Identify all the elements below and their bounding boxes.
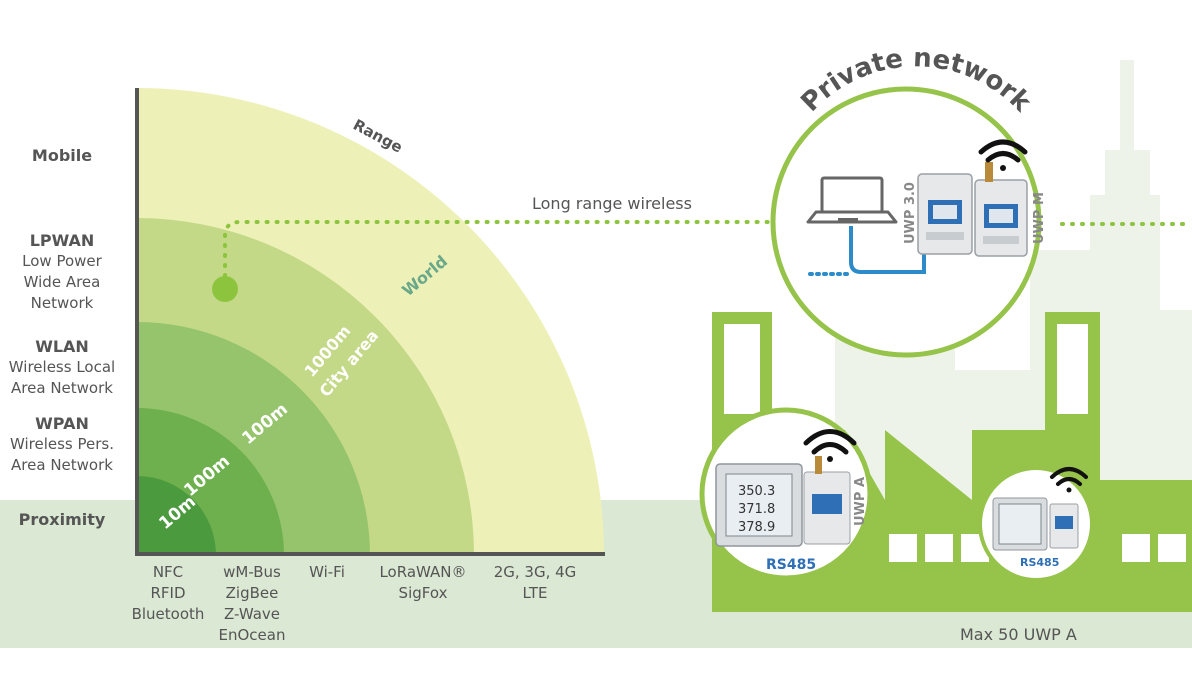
category-wlan-title: WLAN	[35, 337, 89, 356]
tech-wpan: wM-Bus ZigBee Z-Wave EnOcean	[218, 563, 286, 644]
category-lpwan-subtitle: Low Power Wide Area Network	[22, 252, 102, 312]
lpwan-marker	[212, 276, 238, 302]
tech-proximity: NFC RFID Bluetooth	[131, 563, 205, 623]
meter-bubble-large: 350.3 371.8 378.9	[699, 407, 873, 581]
category-wpan: WPAN Wireless Pers. Area Network	[0, 413, 124, 476]
uwpm-label: UWP M	[1032, 192, 1047, 244]
tech-wlan: Wi-Fi	[309, 563, 345, 581]
category-lpwan-title: LPWAN	[29, 231, 95, 250]
wifi-icon-large-bubble	[803, 429, 857, 462]
rs485-label-small: RS485	[1020, 556, 1059, 569]
category-mobile-title: Mobile	[31, 146, 93, 165]
uwpa-label: UWP A	[853, 477, 868, 526]
category-wlan: WLAN Wireless Local Area Network	[0, 336, 124, 399]
meter-value-3: 378.9	[738, 520, 775, 535]
category-wlan-subtitle: Wireless Local Area Network	[8, 358, 116, 397]
meter-value-1: 350.3	[738, 484, 775, 499]
category-wpan-title: WPAN	[35, 414, 89, 433]
tech-mobile: 2G, 3G, 4G LTE	[493, 563, 577, 602]
long-range-link	[223, 220, 777, 278]
uwpm-device-icon	[974, 162, 1028, 257]
ring-proximity	[137, 476, 216, 555]
category-lpwan: LPWAN Low Power Wide Area Network	[0, 230, 124, 314]
category-mobile: Mobile	[0, 145, 124, 166]
wifi-icon-small-bubble	[1050, 467, 1088, 493]
footer-max-devices: Max 50 UWP A	[960, 625, 1077, 644]
uwp30-device-icon	[917, 173, 973, 255]
wifi-icon	[978, 139, 1028, 171]
uwp30-label: UWP 3.0	[903, 182, 918, 244]
category-proximity: Proximity	[0, 509, 124, 530]
range-rings	[137, 88, 604, 555]
long-range-label: Long range wireless	[532, 194, 692, 213]
laptop-icon	[806, 176, 898, 224]
meter-bubble-small	[978, 466, 1094, 582]
tech-lpwan: LoRaWAN® SigFox	[379, 563, 467, 602]
ethernet-cable	[849, 226, 926, 274]
category-wpan-subtitle: Wireless Pers. Area Network	[9, 435, 115, 474]
category-proximity-title: Proximity	[18, 510, 106, 529]
private-network-bubble	[770, 86, 1042, 358]
meter-value-2: 371.8	[738, 502, 775, 517]
rs485-label-large: RS485	[766, 557, 816, 573]
